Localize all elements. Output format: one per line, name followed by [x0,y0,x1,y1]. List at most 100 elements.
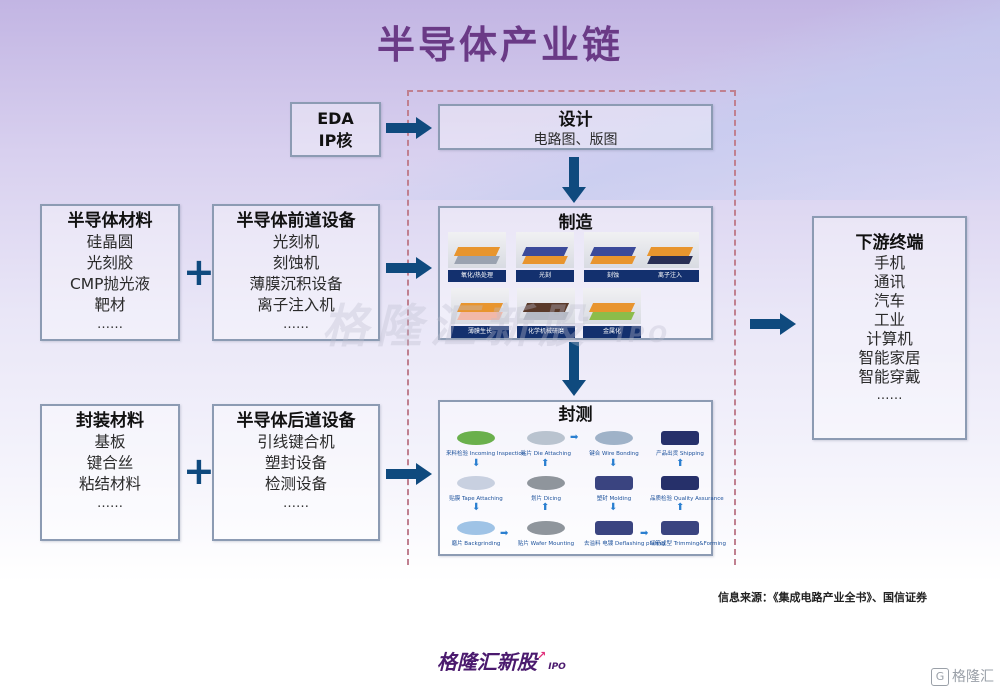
packaging-step-illustration [661,431,699,445]
packaging-step-illustration [661,476,699,490]
material-item: 靶材 [94,296,126,314]
wafer-layer [646,247,694,256]
packaging-step-illustration [457,521,495,535]
manufacturing-step-caption: 薄膜生长 [451,326,509,338]
manufacturing-step-tile: 金属化 [583,288,641,338]
arrow-down-icon [562,342,586,396]
back-end-equipment-box: 半导体后道设备 引线键合机 塑封设备 检测设备 …… [212,404,380,541]
manufacturing-heading: 制造 [558,213,593,233]
arrow-up-icon: ⬆ [541,502,550,513]
wafer-layer [457,312,503,320]
source-note: 信息来源：《集成电路产业全书》、国信证券 [718,591,927,604]
packaging-step: 去溢料 电镀 Deflashing plating [584,515,665,547]
packaging-step-caption: 磨片 Backgrinding [451,541,501,547]
wafer-layer [453,247,501,256]
material-item: 硅晶圆 [86,233,134,251]
footer-logo: 格隆汇新股↗IPO [437,646,566,675]
design-box: 设计 电路图、版图 [438,104,713,150]
equipment-item: 离子注入机 [257,296,335,314]
packaging-materials-box: 封装材料 基板 键合丝 粘结材料 …… [40,404,180,541]
manufacturing-step-tile: 离子注入 [641,232,699,282]
back-end-equipment-heading: 半导体后道设备 [236,411,356,431]
ip-core-label: IP核 [318,131,353,150]
equipment-item: 引线键合机 [257,433,335,451]
packaging-materials-heading: 封装材料 [76,411,144,431]
packaging-step-caption: 塑封 Molding [596,496,632,502]
packaging-step: 品质检验 Quality Assurance [650,470,724,502]
packaging-step: 磨片 Backgrinding [446,515,506,547]
more-ellipsis: …… [97,496,123,511]
arrow-down-icon [562,157,586,203]
terminal-item: 通讯 [873,273,905,291]
equipment-item: 薄膜沉积设备 [249,275,343,293]
packaging-step-illustration [527,476,565,490]
process-illustration [451,288,509,324]
wafer-layer [647,256,693,264]
manufacturing-step-caption: 化学机械研磨 [517,326,575,338]
more-ellipsis: …… [283,496,309,511]
arrow-up-icon: ⬆ [676,458,685,469]
arrow-right-icon: ➡ [640,528,649,539]
wafer-layer [589,247,637,256]
terminal-item: 智能家居 [858,349,921,367]
manufacturing-step-caption: 氧化/热处理 [448,270,506,282]
process-illustration [517,288,575,324]
packaging-step-caption: 品质检验 Quality Assurance [650,496,724,502]
packaging-step-illustration [527,431,565,445]
wafer-layer [590,256,636,264]
arrow-down-icon: ⬇ [472,458,481,469]
packaging-step-illustration [457,431,495,445]
wafer-layer [589,312,635,320]
more-ellipsis: …… [97,317,123,332]
trend-arrow-icon: ↗ [537,649,547,662]
material-item: 粘结材料 [78,475,141,493]
manufacturing-step-caption: 金属化 [583,326,641,338]
eda-ip-box: EDA IP核 [290,102,381,157]
packaging-step: 切筋成型 Trimming&Forming [650,515,726,547]
packaging-step: 贴膜 Tape Attaching [446,470,506,502]
footer-logo-text: 格隆汇新股 [437,650,537,674]
plus-icon: + [183,250,215,294]
eda-label: EDA [317,109,354,128]
more-ellipsis: …… [876,388,903,403]
packaging-step: 贴片 Wafer Mounting [516,515,576,547]
arrow-right-icon [386,257,432,279]
process-illustration [516,232,574,268]
packaging-step-caption: 贴片 Wafer Mounting [517,541,575,547]
packaging-step-caption: 键合 Wire Bonding [589,451,639,457]
terminal-item: 智能穿戴 [858,368,921,386]
manufacturing-step-tile: 薄膜生长 [451,288,509,338]
design-subtitle: 电路图、版图 [533,132,618,148]
equipment-item: 光刻机 [272,233,320,251]
arrow-down-icon: ⬇ [609,502,618,513]
wafer-layer [454,256,500,264]
material-item: CMP抛光液 [69,275,151,293]
brand-g-icon: G [931,668,949,686]
packaging-step: 产品出货 Shipping [650,425,710,457]
manufacturing-step-caption: 刻蚀 [584,270,642,282]
corner-logo-text: 格隆汇 [952,669,994,685]
manufacturing-step-tile: 氧化/热处理 [448,232,506,282]
equipment-item: 检测设备 [264,475,327,493]
wafer-layer [522,256,568,264]
arrow-right-icon [750,313,796,335]
arrow-right-icon: ➡ [570,432,579,443]
wafer-layer [521,247,569,256]
page-title: 半导体产业链 [376,22,623,67]
packaging-step-caption: 贴片 Die Attaching [520,451,571,457]
arrow-up-icon: ⬆ [676,502,685,513]
arrow-up-icon: ⬆ [541,458,550,469]
packaging-step-caption: 切筋成型 Trimming&Forming [650,541,726,547]
packaging-step-caption: 划片 Dicing [530,496,562,502]
arrow-right-icon: ➡ [500,528,509,539]
core-chain-dashed-frame [407,90,736,565]
process-illustration [584,232,642,268]
material-item: 基板 [94,433,126,451]
packaging-step: 划片 Dicing [516,470,576,502]
packaging-step-illustration [527,521,565,535]
manufacturing-step-tile: 化学机械研磨 [517,288,575,338]
wafer-layer [522,303,570,312]
downstream-terminals-box: 下游终端 手机 通讯 汽车 工业 计算机 智能家居 智能穿戴 …… [812,216,967,440]
manufacturing-step-tile: 光刻 [516,232,574,282]
